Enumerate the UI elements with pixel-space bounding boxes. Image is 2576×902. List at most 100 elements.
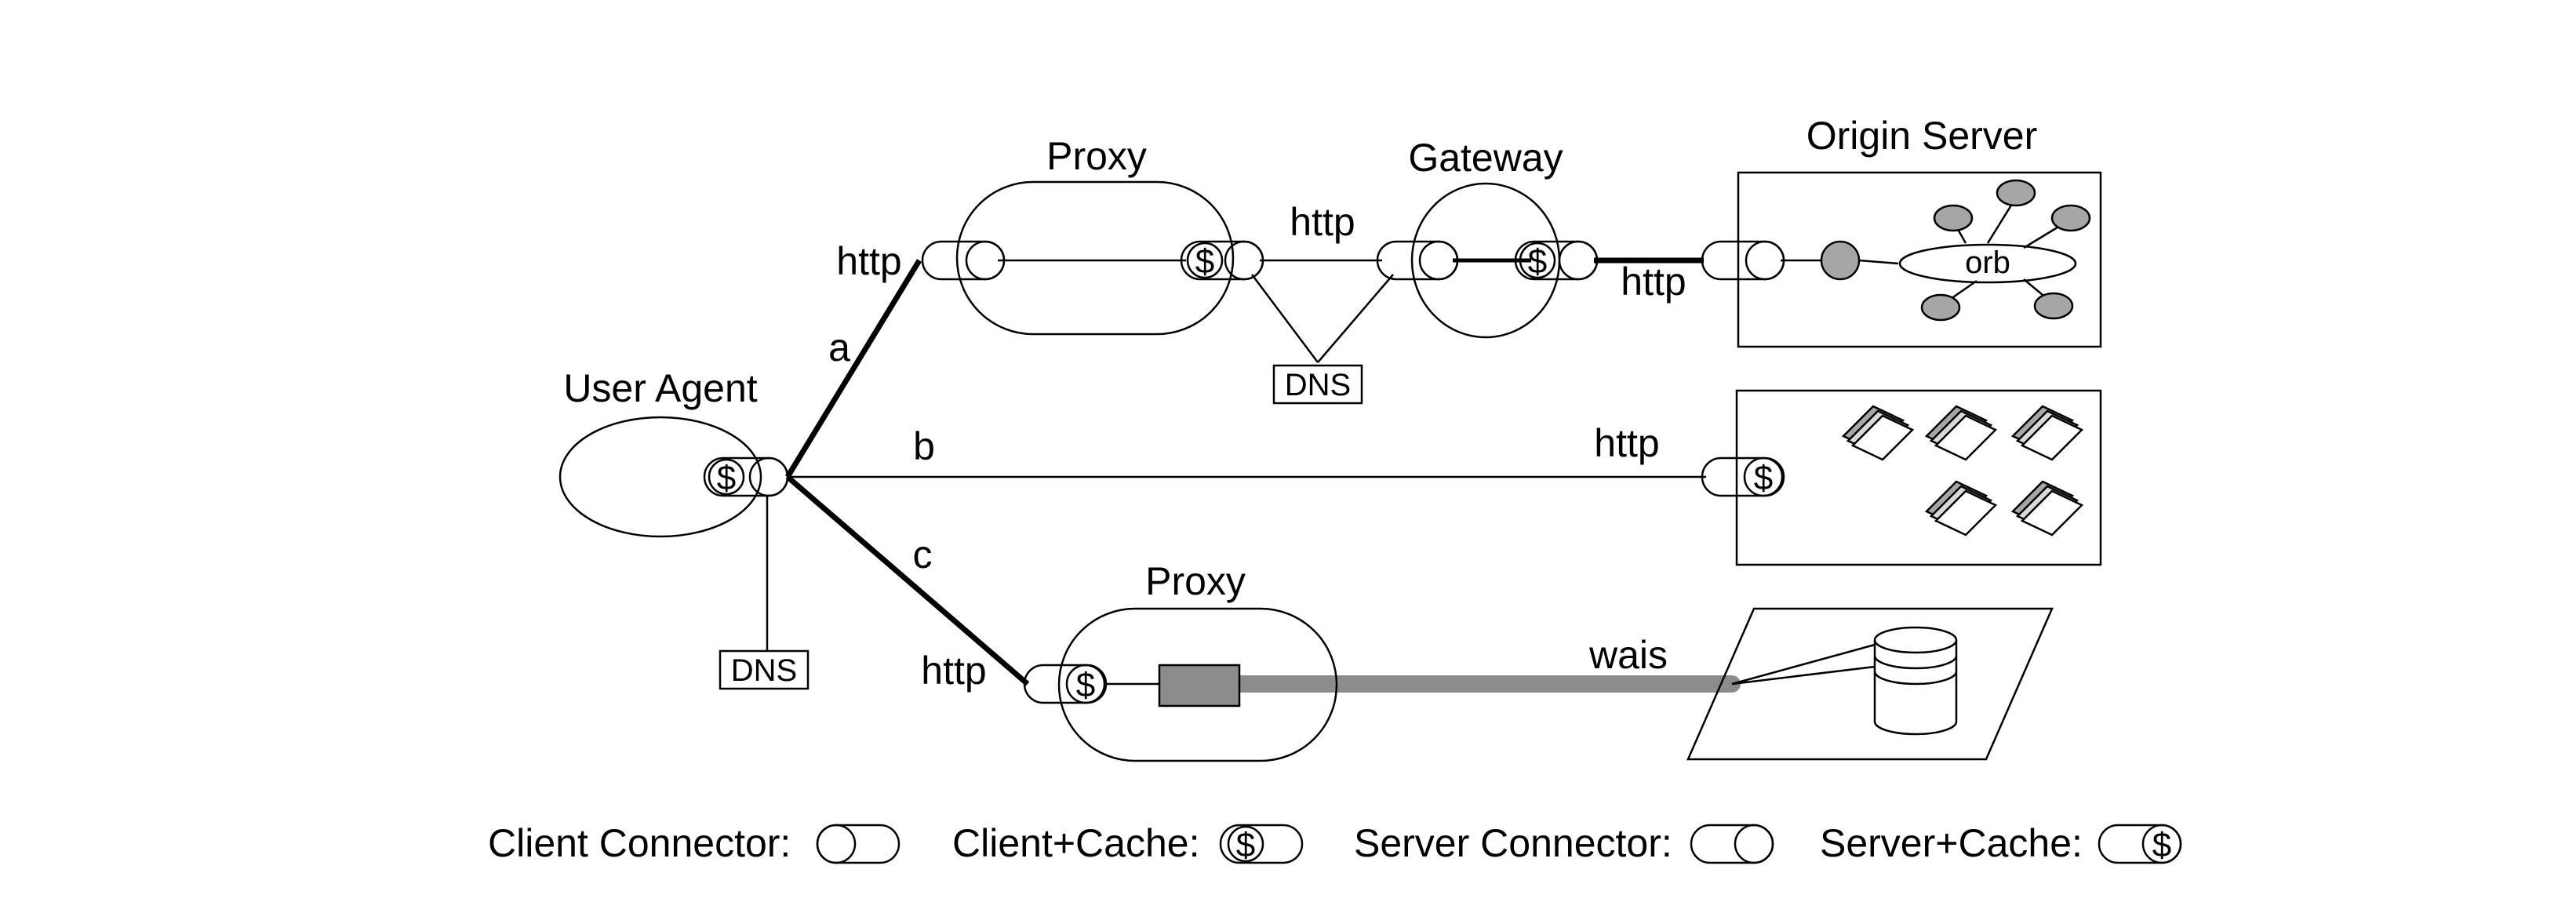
proxy-bottom-shape — [1057, 607, 1338, 762]
connection-lines — [766, 257, 1876, 693]
connector-end-circle — [965, 240, 1006, 281]
orb-satellite — [2050, 204, 2091, 232]
cache-symbol: $ — [1076, 666, 1095, 704]
dns-bottom-label: DNS — [731, 653, 797, 688]
gateway-client-cache-connector: $ — [1514, 240, 1599, 281]
orb-satellite — [1996, 179, 2036, 207]
link-a-label: a — [828, 326, 850, 369]
dns-top-node: DNS — [1272, 364, 1363, 405]
orb-label: orb — [1965, 246, 2010, 280]
proxy-top-client-cache-connector: $ — [1180, 240, 1264, 281]
cache-symbol: $ — [1754, 459, 1773, 497]
cache-symbol-ring — [1743, 456, 1784, 497]
dns-bottom-box — [719, 649, 810, 690]
folder-icon — [2010, 405, 2084, 461]
cache-symbol: $ — [2152, 826, 2171, 864]
cache-symbol-ring — [1065, 664, 1106, 704]
cache-symbol: $ — [1195, 242, 1214, 281]
legend-server-cache-label: Server+Cache: — [1820, 821, 2083, 865]
connector-end-circle — [1558, 240, 1599, 281]
legend-client-connector-label: Client Connector: — [488, 821, 791, 865]
connector-capsule — [1023, 664, 1108, 704]
wais-server-node — [1686, 607, 2054, 761]
orb-satellite — [2033, 292, 2074, 320]
dns-top-line-left — [1251, 274, 1319, 363]
origin-server-label: Origin Server — [1806, 114, 2038, 158]
folder-icon — [2010, 480, 2084, 536]
orb-satellite — [1920, 293, 1961, 322]
db-line-2 — [1731, 665, 1876, 686]
user-agent-client-cache-connector: $ — [703, 456, 789, 497]
http-a-label: http — [836, 239, 901, 283]
wais-platform — [1686, 607, 2054, 761]
orb-satellites — [1920, 179, 2091, 322]
http-b-label: http — [1594, 421, 1659, 465]
cache-symbol-ring — [708, 458, 745, 496]
cache-symbol: $ — [1528, 242, 1547, 281]
link-c-line — [785, 475, 1030, 686]
folder-icons — [1841, 405, 2084, 536]
legend-client-cache-icon: $ — [1219, 824, 1304, 864]
legend-server-connector-label: Server Connector: — [1354, 821, 1672, 865]
orb-ellipse — [1898, 243, 2077, 284]
dns-top-line-right — [1317, 274, 1394, 363]
proxy-top-node: Proxy $ — [921, 134, 1264, 336]
gateway-server-connector — [1376, 240, 1459, 281]
file-server-box — [1735, 389, 2102, 566]
proxy-top-label: Proxy — [1046, 134, 1147, 178]
legend-server-cache-icon: $ — [2098, 824, 2182, 864]
cache-symbol-ring — [1519, 242, 1556, 279]
origin-server-box — [1737, 171, 2102, 348]
connector-capsule — [1376, 240, 1459, 281]
proxy-bottom-label: Proxy — [1145, 559, 1246, 603]
folder-icon — [1841, 405, 1915, 461]
connector-end-circle — [1745, 240, 1785, 281]
proxy-top-server-connector — [921, 240, 1006, 281]
link-c-label: c — [913, 533, 933, 576]
wais-gateway-block — [1158, 664, 1241, 707]
http-proxy-gateway-label: http — [1290, 200, 1355, 244]
http-c-label: http — [921, 649, 986, 693]
origin-server-connector — [1701, 240, 1785, 281]
folder-icon — [1924, 405, 1998, 461]
user-agent-node: User Agent $ — [558, 366, 789, 538]
http-gateway-origin-label: http — [1621, 260, 1686, 304]
link-a-line — [785, 259, 922, 478]
dot-orb-line — [1858, 259, 1899, 265]
cache-symbol: $ — [717, 459, 736, 497]
file-server-cache-connector: $ — [1701, 456, 1785, 497]
file-server-node: $ — [1701, 389, 2102, 566]
cache-symbol-ring — [1186, 242, 1224, 279]
connector-end-circle — [748, 456, 789, 497]
gateway-label: Gateway — [1408, 136, 1563, 180]
legend-server-connector-icon — [1690, 824, 1774, 864]
connector-end-circle — [1418, 240, 1459, 281]
link-b-label: b — [913, 424, 935, 468]
proxy-bottom-node: Proxy $ — [1023, 559, 1338, 762]
proxy-top-shape — [955, 180, 1235, 336]
cache-symbol: $ — [1236, 826, 1255, 864]
dns-bottom-node: DNS — [719, 649, 810, 690]
connector-end-circle — [1224, 240, 1264, 281]
dns-top-box — [1272, 364, 1363, 405]
connector-capsule — [1701, 240, 1785, 281]
origin-server-node: Origin Server orb — [1701, 114, 2102, 348]
gateway-node: Gateway $ — [1376, 136, 1599, 339]
user-agent-label: User Agent — [563, 366, 757, 410]
db-line-1 — [1731, 643, 1876, 686]
origin-gray-dot — [1820, 240, 1861, 281]
proxy-bottom-cache-connector: $ — [1023, 664, 1108, 704]
folder-icon — [1924, 480, 1998, 536]
wais-label: wais — [1588, 633, 1668, 677]
legend-client-connector-icon — [816, 824, 901, 864]
legend: Client Connector: Client+Cache: $ Server… — [488, 821, 2182, 865]
link-labels: a b c http http http http http wais — [828, 200, 1686, 693]
connector-capsule — [1701, 456, 1785, 497]
orb-satellite — [1933, 204, 1974, 232]
dns-top-label: DNS — [1285, 368, 1351, 402]
legend-client-cache-label: Client+Cache: — [952, 821, 1199, 865]
database-icon — [1873, 626, 1958, 736]
user-agent-ellipse — [558, 416, 762, 538]
connector-capsule — [921, 240, 1006, 281]
